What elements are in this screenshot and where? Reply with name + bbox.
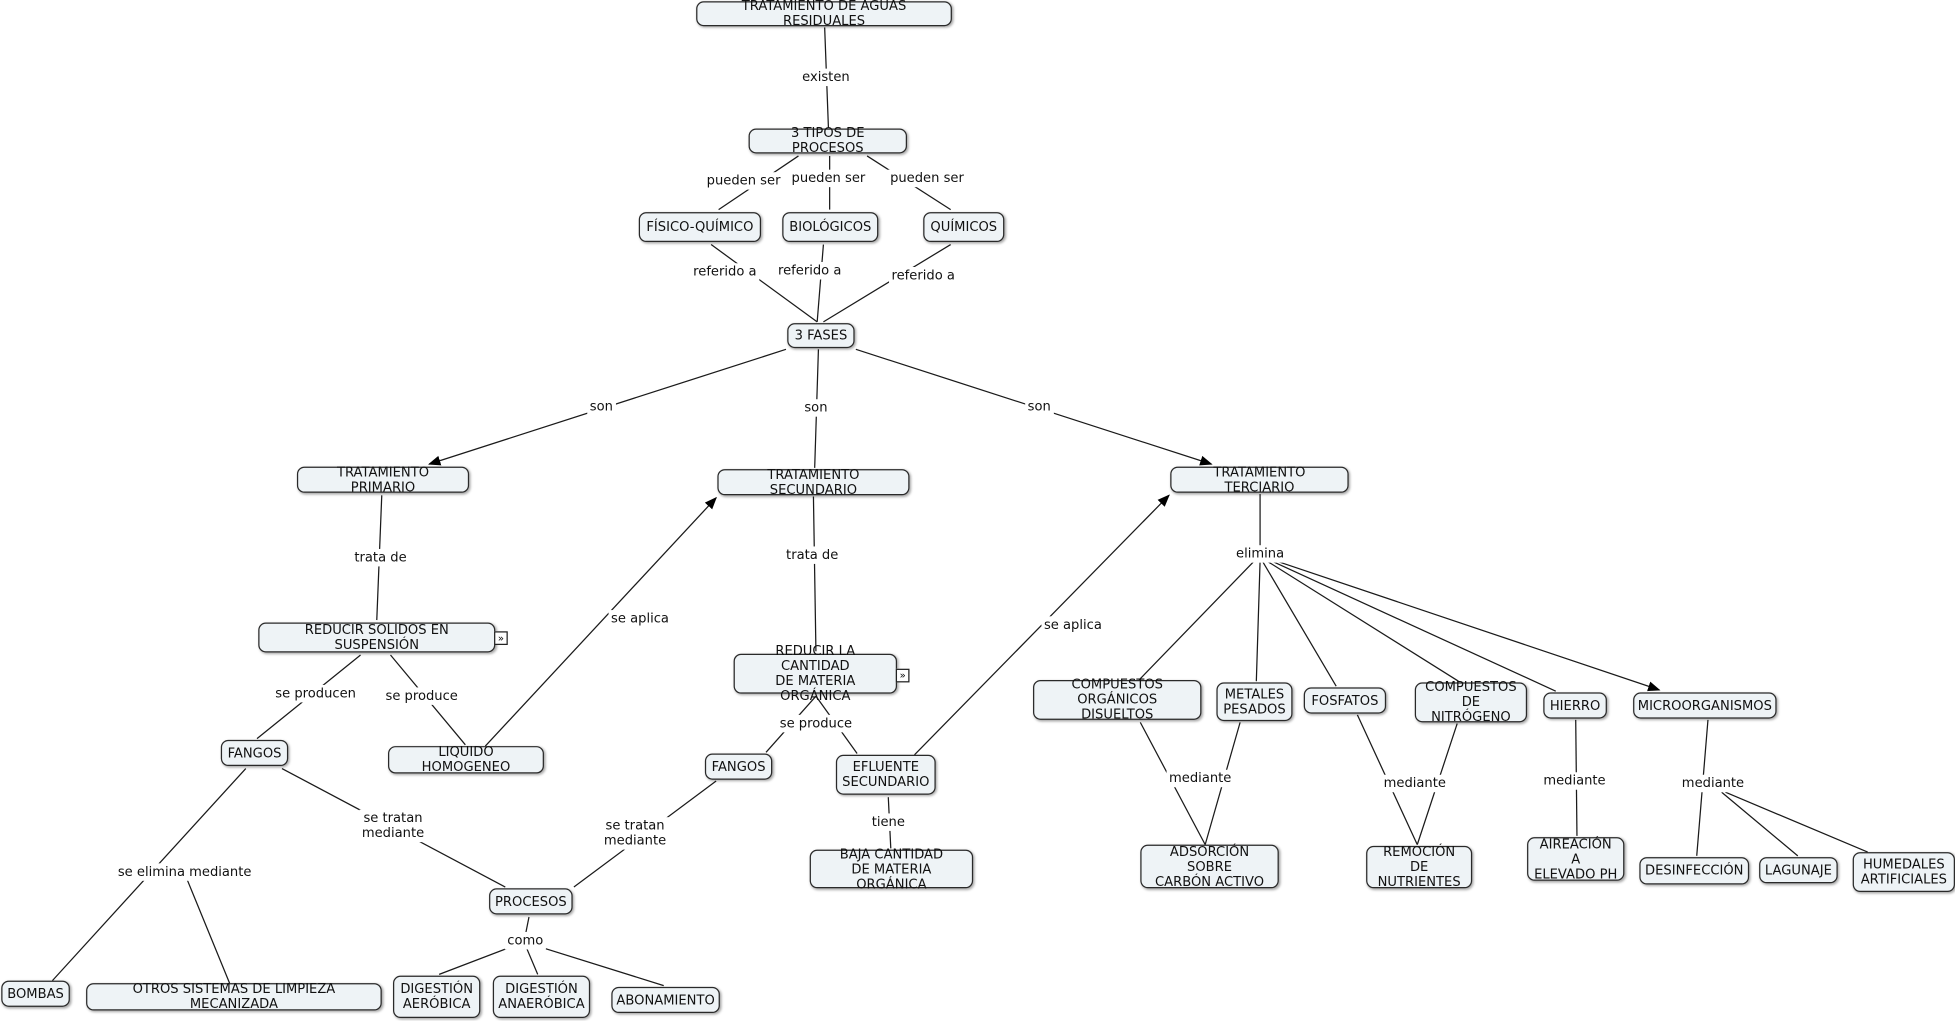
connector-line xyxy=(823,243,951,323)
link-referido-a: referido a xyxy=(690,263,760,281)
concept-reducir-solidos[interactable]: REDUCIR SOLIDOS EN SUSPENSIÓN xyxy=(258,622,496,653)
concept-digestion-anaerobica[interactable]: DIGESTIÓN ANAERÓBICA xyxy=(492,975,591,1019)
link-se-producen: se producen xyxy=(272,684,359,703)
linked-resource-icon[interactable]: » xyxy=(494,631,508,646)
link-pueden-ser: pueden ser xyxy=(887,169,967,188)
concept-baja-cantidad-materia[interactable]: BAJA CANTIDAD DE MATERIA ORGÁNICA xyxy=(809,846,974,891)
connector-line xyxy=(1267,560,1459,682)
connector-line xyxy=(710,244,818,323)
link-mediante: mediante xyxy=(1540,772,1609,790)
link-se-elimina-mediante: se elimina mediante xyxy=(115,863,254,881)
concept-efluente-secundario[interactable]: EFLUENTE SECUNDARIO xyxy=(835,754,936,795)
concept-aireacion-ph[interactable]: AIREACIÓN A ELEVADO PH xyxy=(1527,837,1625,881)
link-se-aplica: se aplica xyxy=(1041,616,1105,634)
link-se-produce: se produce xyxy=(777,714,855,733)
concept-metales-pesados[interactable]: METALES PESADOS xyxy=(1216,682,1293,722)
link-elimina: elimina xyxy=(1233,545,1287,563)
link-se-aplica: se aplica xyxy=(608,610,672,628)
link-existen: existen xyxy=(799,68,853,87)
concept-bombas[interactable]: BOMBAS xyxy=(1,980,70,1007)
link-son: son xyxy=(801,399,831,417)
concept-fangos-secundario[interactable]: FANGOS xyxy=(704,753,773,780)
concept-liquido-homogeneo[interactable]: LIQUIDO HOMOGENEO xyxy=(388,745,544,775)
connector-line xyxy=(186,879,231,984)
concept-tratamiento-aguas-residuales[interactable]: TRATAMIENTO DE AGUAS RESIDUALES xyxy=(696,0,952,29)
concept-remocion-nutrientes[interactable]: REMOCIÓN DE NUTRIENTES xyxy=(1366,845,1473,890)
link-trata-de: trata de xyxy=(783,546,841,564)
concept-abonamiento[interactable]: ABONAMIENTO xyxy=(611,986,720,1014)
link-referido-a: referido a xyxy=(775,261,844,280)
concept-desinfeccion[interactable]: DESINFECCIÓN xyxy=(1639,857,1750,885)
concept-quimicos[interactable]: QUÍMICOS xyxy=(923,212,1005,243)
link-trata-de: trata de xyxy=(351,548,410,567)
concept-fangos-primario[interactable]: FANGOS xyxy=(220,739,289,767)
concept-hierro[interactable]: HIERRO xyxy=(1543,692,1607,719)
link-mediante: mediante xyxy=(1679,774,1747,793)
concept-fosfatos[interactable]: FOSFATOS xyxy=(1303,687,1387,714)
concept-tratamiento-secundario[interactable]: TRATAMIENTO SECUNDARIO xyxy=(717,467,910,497)
link-mediante: mediante xyxy=(1166,769,1234,788)
concept-adsorcion-carbon[interactable]: ADSORCIÓN SOBRE CARBÓN ACTIVO xyxy=(1140,844,1279,889)
concept-humedales-artificiales[interactable]: HUMEDALES ARTIFICIALES xyxy=(1852,852,1955,893)
concept-microorganismos[interactable]: MICROORGANISMOS xyxy=(1633,692,1777,719)
link-pueden-ser: pueden ser xyxy=(789,169,868,188)
connector-line xyxy=(812,496,817,652)
concept-compuestos-organicos[interactable]: COMPUESTOS ORGÁNICOS DISUELTOS xyxy=(1033,677,1202,722)
concept-lagunaje[interactable]: LAGUNAJE xyxy=(1759,857,1838,884)
concept-tratamiento-primario[interactable]: TRATAMIENTO PRIMARIO xyxy=(296,465,470,495)
concept-compuestos-nitrogeno[interactable]: COMPUESTOS DE NITRÓGENO xyxy=(1414,680,1528,725)
connector-line xyxy=(1138,560,1255,681)
link-como: como xyxy=(504,931,546,950)
concept-digestion-aerobica[interactable]: DIGESTIÓN AERÓBICA xyxy=(392,975,481,1019)
link-pueden-ser: pueden ser xyxy=(704,172,783,190)
link-se-tratan-mediante: se tratan mediante xyxy=(601,817,669,850)
concept-reducir-materia-organica[interactable]: REDUCIR LA CANTIDAD DE MATERIA ORGÁNICA xyxy=(733,644,898,704)
concept-otros-sistemas[interactable]: OTROS SISTEMAS DE LIMPIEZA MECANIZADA xyxy=(86,982,382,1012)
concept-3-tipos-procesos[interactable]: 3 TIPOS DE PROCESOS xyxy=(748,126,908,156)
connector-line xyxy=(1272,560,1557,692)
connector-line xyxy=(816,244,825,322)
concept-tratamiento-terciario[interactable]: TRATAMIENTO TERCIARIO xyxy=(1170,465,1349,495)
connector-arrow xyxy=(484,496,717,747)
link-son: son xyxy=(1025,397,1054,416)
concept-procesos[interactable]: PROCESOS xyxy=(489,888,573,915)
link-se-tratan-mediante: se tratan mediante xyxy=(359,809,427,843)
concept-biologicos[interactable]: BIOLÓGICOS xyxy=(782,212,879,243)
connector-line xyxy=(1725,791,1868,853)
link-mediante: mediante xyxy=(1381,774,1449,793)
link-tiene: tiene xyxy=(869,813,908,831)
connector-line xyxy=(523,941,664,987)
link-referido-a: referido a xyxy=(889,266,958,285)
connector-line xyxy=(1262,561,1337,687)
connector-arrow xyxy=(1277,560,1661,692)
concept-3-fases[interactable]: 3 FASES xyxy=(787,323,855,349)
linked-resource-icon[interactable]: » xyxy=(895,668,910,683)
link-son: son xyxy=(587,397,616,416)
link-se-produce: se produce xyxy=(383,687,461,705)
concept-fisico-quimico[interactable]: FÍSICO-QUÍMICO xyxy=(638,212,762,243)
connector-line xyxy=(1255,561,1261,682)
connector-line xyxy=(1721,791,1799,857)
